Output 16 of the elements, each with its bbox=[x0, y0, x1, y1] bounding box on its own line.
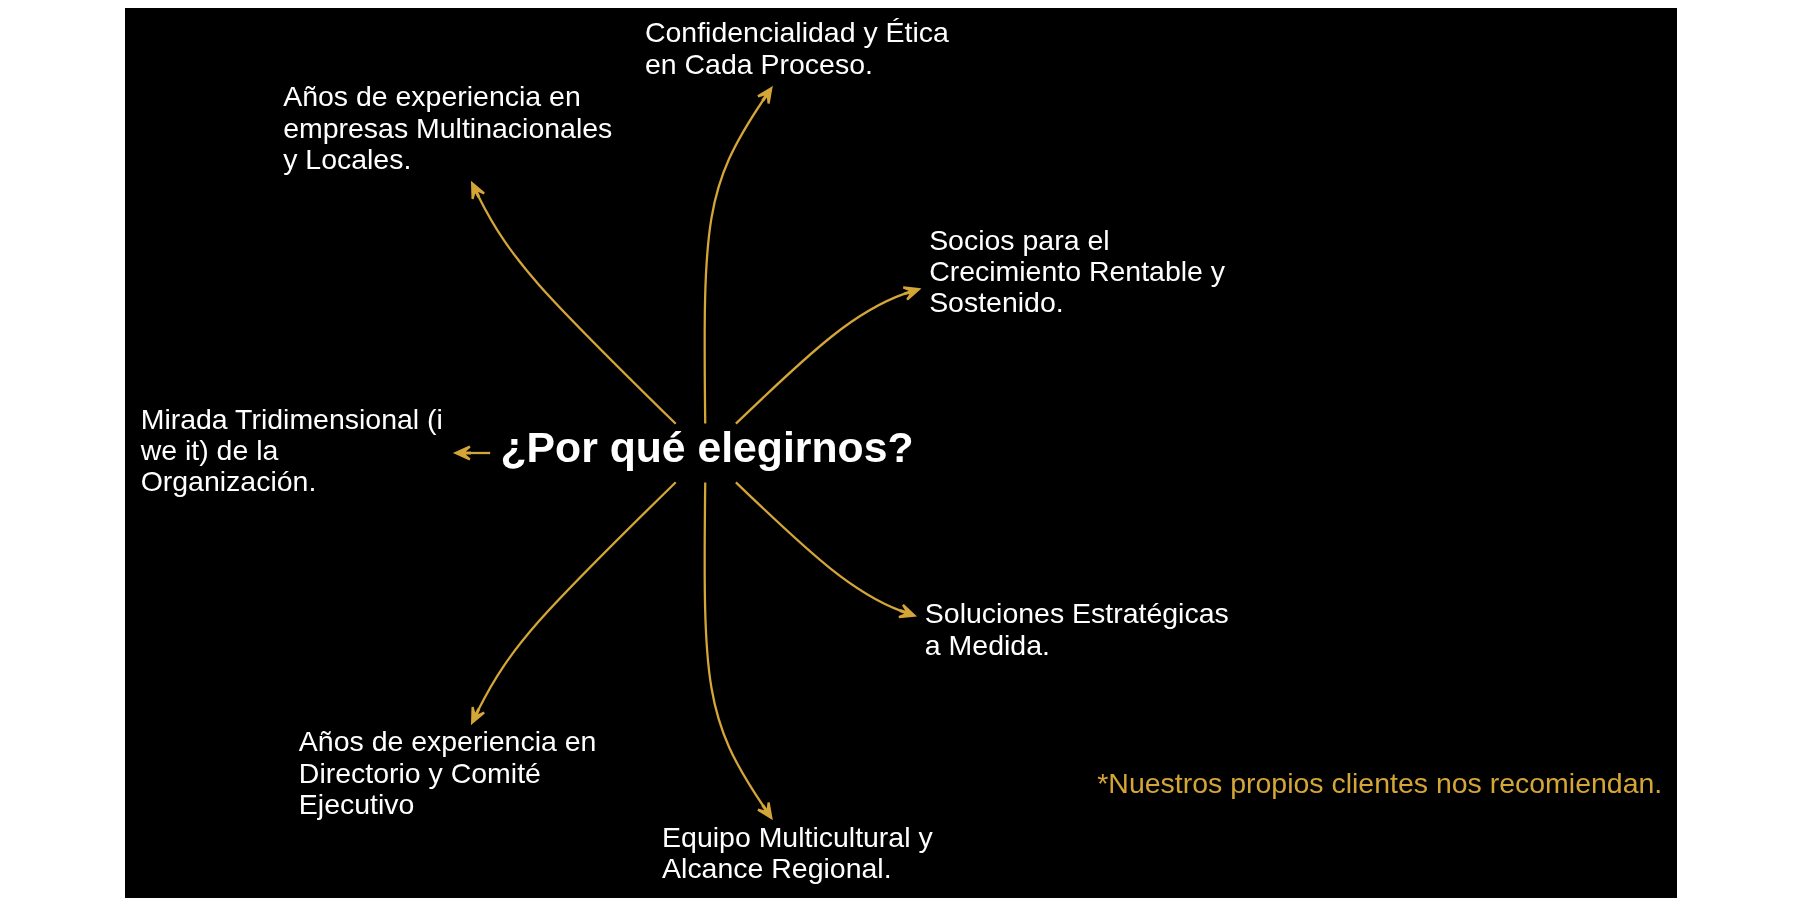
arrow bbox=[735, 481, 916, 619]
node-text: Socios para el Crecimiento Rentable y Sostenido. bbox=[929, 223, 1226, 319]
node-text: Mirada Tridimensional (i we it) de la Organización. bbox=[140, 402, 443, 498]
node-text: Confidencialidad y Ética en Cada Proceso. bbox=[644, 16, 949, 80]
node-text: Años de experiencia en Directorio y Comité Ejecutivo bbox=[298, 725, 597, 820]
arrow bbox=[471, 182, 677, 425]
label: *Nuestros propios clientes nos recomiendan. bbox=[1097, 767, 1663, 800]
arrow bbox=[471, 481, 677, 724]
arrow bbox=[703, 87, 773, 424]
arrow bbox=[703, 482, 773, 819]
node-text: Años de experiencia en empresas Multinacionales y Locales. bbox=[283, 80, 613, 175]
arrow bbox=[735, 286, 920, 425]
node-text: Soluciones Estratégicas a Medida. bbox=[924, 597, 1229, 661]
arrow bbox=[454, 445, 491, 461]
node-text: ¿Por qué elegirnos? bbox=[500, 423, 914, 472]
node-text: Equipo Multicultural y Alcance Regional. bbox=[662, 820, 933, 884]
